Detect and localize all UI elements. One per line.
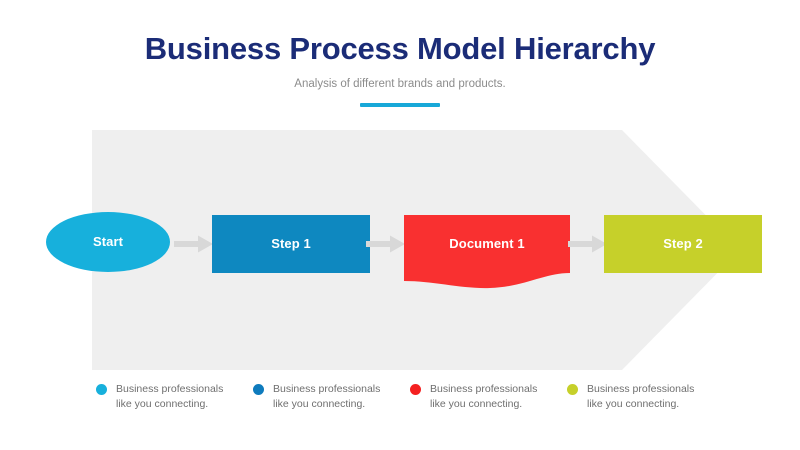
legend-item[interactable]: Business professionals like you connecti…	[96, 382, 253, 412]
flow-node-step1-label: Step 1	[271, 236, 311, 251]
flow-node-step2[interactable]: Step 2	[604, 215, 762, 273]
document-shape-icon	[404, 215, 570, 289]
legend-item-label: Business professionals like you connecti…	[116, 383, 224, 410]
legend-item[interactable]: Business professionals like you connecti…	[253, 382, 410, 412]
flow-node-step2-label: Step 2	[663, 236, 703, 251]
flow-node-step1[interactable]: Step 1	[212, 215, 370, 273]
legend-dot-icon	[253, 384, 264, 395]
connector-arrow-icon-1	[174, 235, 213, 253]
legend-item[interactable]: Business professionals like you connecti…	[567, 382, 724, 412]
flow-nodes: Start Step 1 Document 1	[0, 130, 800, 370]
legend-item-label: Business professionals like you connecti…	[430, 383, 538, 410]
title-divider	[360, 103, 440, 107]
legend-dot-icon	[567, 384, 578, 395]
legend-dot-icon	[410, 384, 421, 395]
legend-item[interactable]: Business professionals like you connecti…	[410, 382, 567, 412]
connector-arrow-icon-2	[366, 235, 405, 253]
connector-arrow-icon-3	[568, 235, 607, 253]
page-subtitle: Analysis of different brands and product…	[294, 78, 506, 90]
header: Business Process Model Hierarchy Analysi…	[0, 30, 800, 107]
legend-item-label: Business professionals like you connecti…	[273, 383, 381, 410]
start-ellipse-shape	[46, 212, 170, 272]
flow-node-document1[interactable]: Document 1	[404, 215, 570, 290]
legend: Business professionals like you connecti…	[96, 382, 726, 412]
flow-node-start[interactable]: Start	[46, 212, 170, 272]
legend-item-label: Business professionals like you connecti…	[587, 383, 695, 410]
process-flow-diagram: Start Step 1 Document 1	[0, 130, 800, 370]
page-title: Business Process Model Hierarchy	[144, 31, 656, 66]
legend-dot-icon	[96, 384, 107, 395]
